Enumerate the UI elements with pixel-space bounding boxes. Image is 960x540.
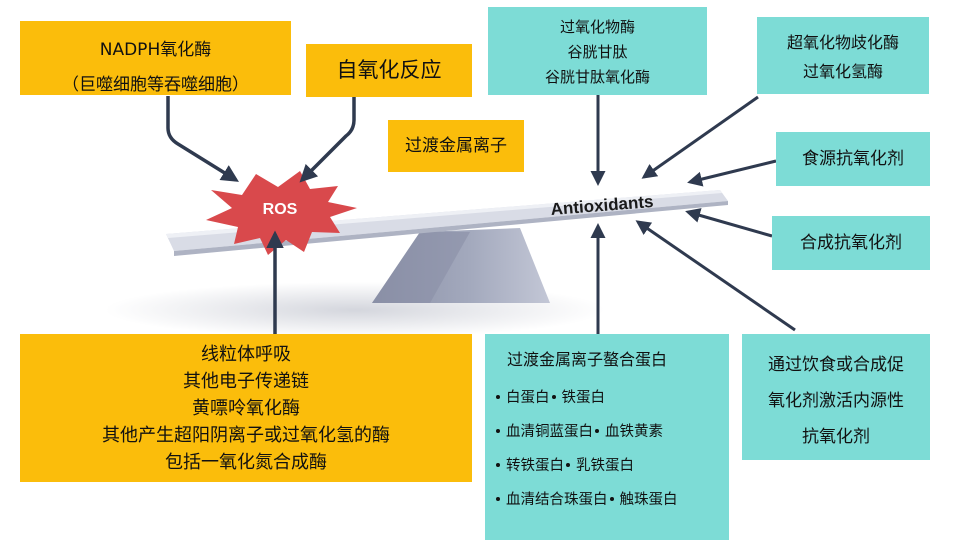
peroxidase-line: 过氧化物酶 [559,18,635,36]
mito-line: 线粒体呼吸 [201,344,291,365]
activation-line: 抗氧化剂 [802,427,870,447]
activation-line: 氧化剂激活内源性 [768,391,904,411]
bullet-icon [496,462,500,467]
activation-line: 通过饮食或合成促 [768,355,904,375]
chelating-item: 血清结合珠蛋白触珠蛋白 [494,488,678,509]
chelating-protein-box: 过渡金属离子螯合蛋白 白蛋白铁蛋白 血清铜蓝蛋白血铁黄素 转铁蛋白乳铁蛋白 血清… [485,334,729,540]
arrow-synthetic-to-antiox [685,208,773,238]
chelating-item: 白蛋白铁蛋白 [494,386,605,407]
bullet-icon [595,428,599,433]
mito-line: 其他产生超阳阴离子或过氧化氢的酶 [102,425,390,446]
ros-label: ROS [263,201,298,218]
dietary-label: 食源抗氧化剂 [802,149,904,169]
synthetic-antioxidant-box: 合成抗氧化剂 [772,216,930,270]
mitochondria-box: 线粒体呼吸 其他电子传递链 黄嘌呤氧化酶 其他产生超阳阴离子或过氧化氢的酶 包括… [20,334,472,482]
arrow-nadph-to-ros [166,96,239,182]
peroxidase-line: 谷胱甘肽 [567,43,628,61]
bullet-icon [496,394,500,399]
bullet-icon [609,496,614,501]
arrow-dietary-to-antiox [687,159,777,187]
arrow-sod-to-antiox [641,95,759,179]
arrow-autox-to-ros [299,97,356,183]
sod-line: 超氧化物歧化酶 [786,33,899,52]
peroxidase-box: 过氧化物酶 谷胱甘肽 谷胱甘肽氧化酶 [488,7,707,95]
chelating-title: 过渡金属离子螯合蛋白 [507,350,668,369]
sod-line: 过氧化氢酶 [802,62,883,81]
endogenous-activation-box: 通过饮食或合成促 氧化剂激活内源性 抗氧化剂 [742,334,930,460]
sod-catalase-box: 超氧化物歧化酶 过氧化氢酶 [757,17,929,94]
chelating-item: 血清铜蓝蛋白血铁黄素 [494,420,663,441]
bullet-icon [496,496,500,501]
autoxidation-box: 自氧化反应 [306,44,472,97]
autoxidation-label: 自氧化反应 [336,58,442,82]
nadph-oxidase-box: NADPH氧化酶 （巨噬细胞等吞噬细胞） [20,21,291,95]
chelating-item: 转铁蛋白乳铁蛋白 [494,454,634,475]
nadph-subtitle: （巨噬细胞等吞噬细胞） [62,75,249,95]
synthetic-label: 合成抗氧化剂 [800,233,902,253]
nadph-title: NADPH氧化酶 [99,40,212,60]
transition-metal-box: 过渡金属离子 [388,120,524,172]
bullet-icon [566,462,570,467]
ros-burst [206,171,357,255]
mito-line: 其他电子传递链 [183,371,309,392]
peroxidase-line: 谷胱甘肽氧化酶 [544,68,650,86]
bullet-icon [496,428,500,433]
transition-metal-label: 过渡金属离子 [405,136,507,156]
arrow-activate-to-antiox [635,220,796,332]
mito-line: 黄嘌呤氧化酶 [192,398,300,419]
antioxidants-label: Antioxidants [550,192,654,219]
dietary-antioxidant-box: 食源抗氧化剂 [776,132,930,186]
bullet-icon [551,394,556,399]
mito-line: 包括一氧化氮合成酶 [165,452,327,473]
